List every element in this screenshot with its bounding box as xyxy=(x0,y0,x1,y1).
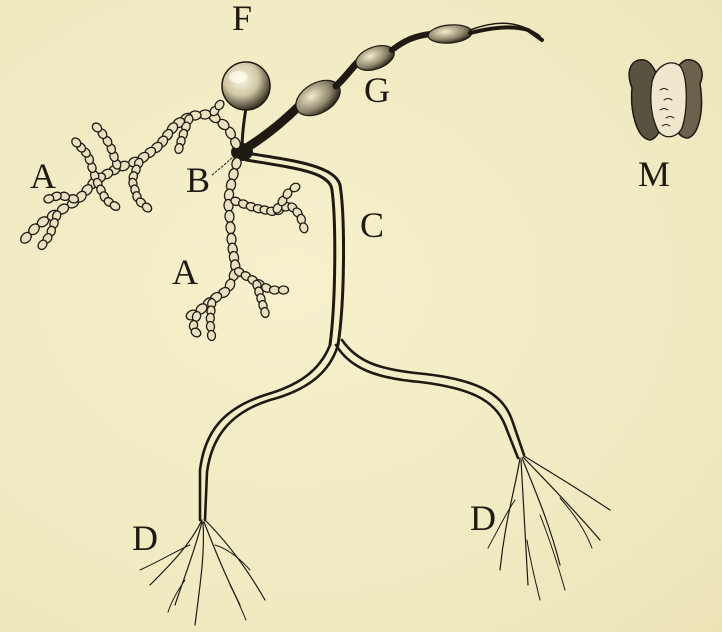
root-right xyxy=(336,340,610,600)
label-a-left: A xyxy=(30,156,56,196)
label-b: B xyxy=(186,160,210,200)
root-bead xyxy=(207,330,216,341)
label-m: M xyxy=(638,154,670,194)
label-g: G xyxy=(364,70,390,110)
label-f: F xyxy=(232,0,252,38)
label-c: C xyxy=(360,205,384,245)
root-bead xyxy=(279,286,289,294)
sphere-f xyxy=(222,62,270,110)
tuber-chain-g xyxy=(240,23,542,152)
label-d-left: D xyxy=(132,518,158,558)
label-d-right: D xyxy=(470,498,496,538)
root-bead xyxy=(224,210,234,223)
seed-husk-m xyxy=(629,60,702,140)
label-a-lower: A xyxy=(172,252,198,292)
root-left xyxy=(140,345,338,625)
main-stalk xyxy=(240,152,344,345)
root-bead xyxy=(225,221,235,234)
